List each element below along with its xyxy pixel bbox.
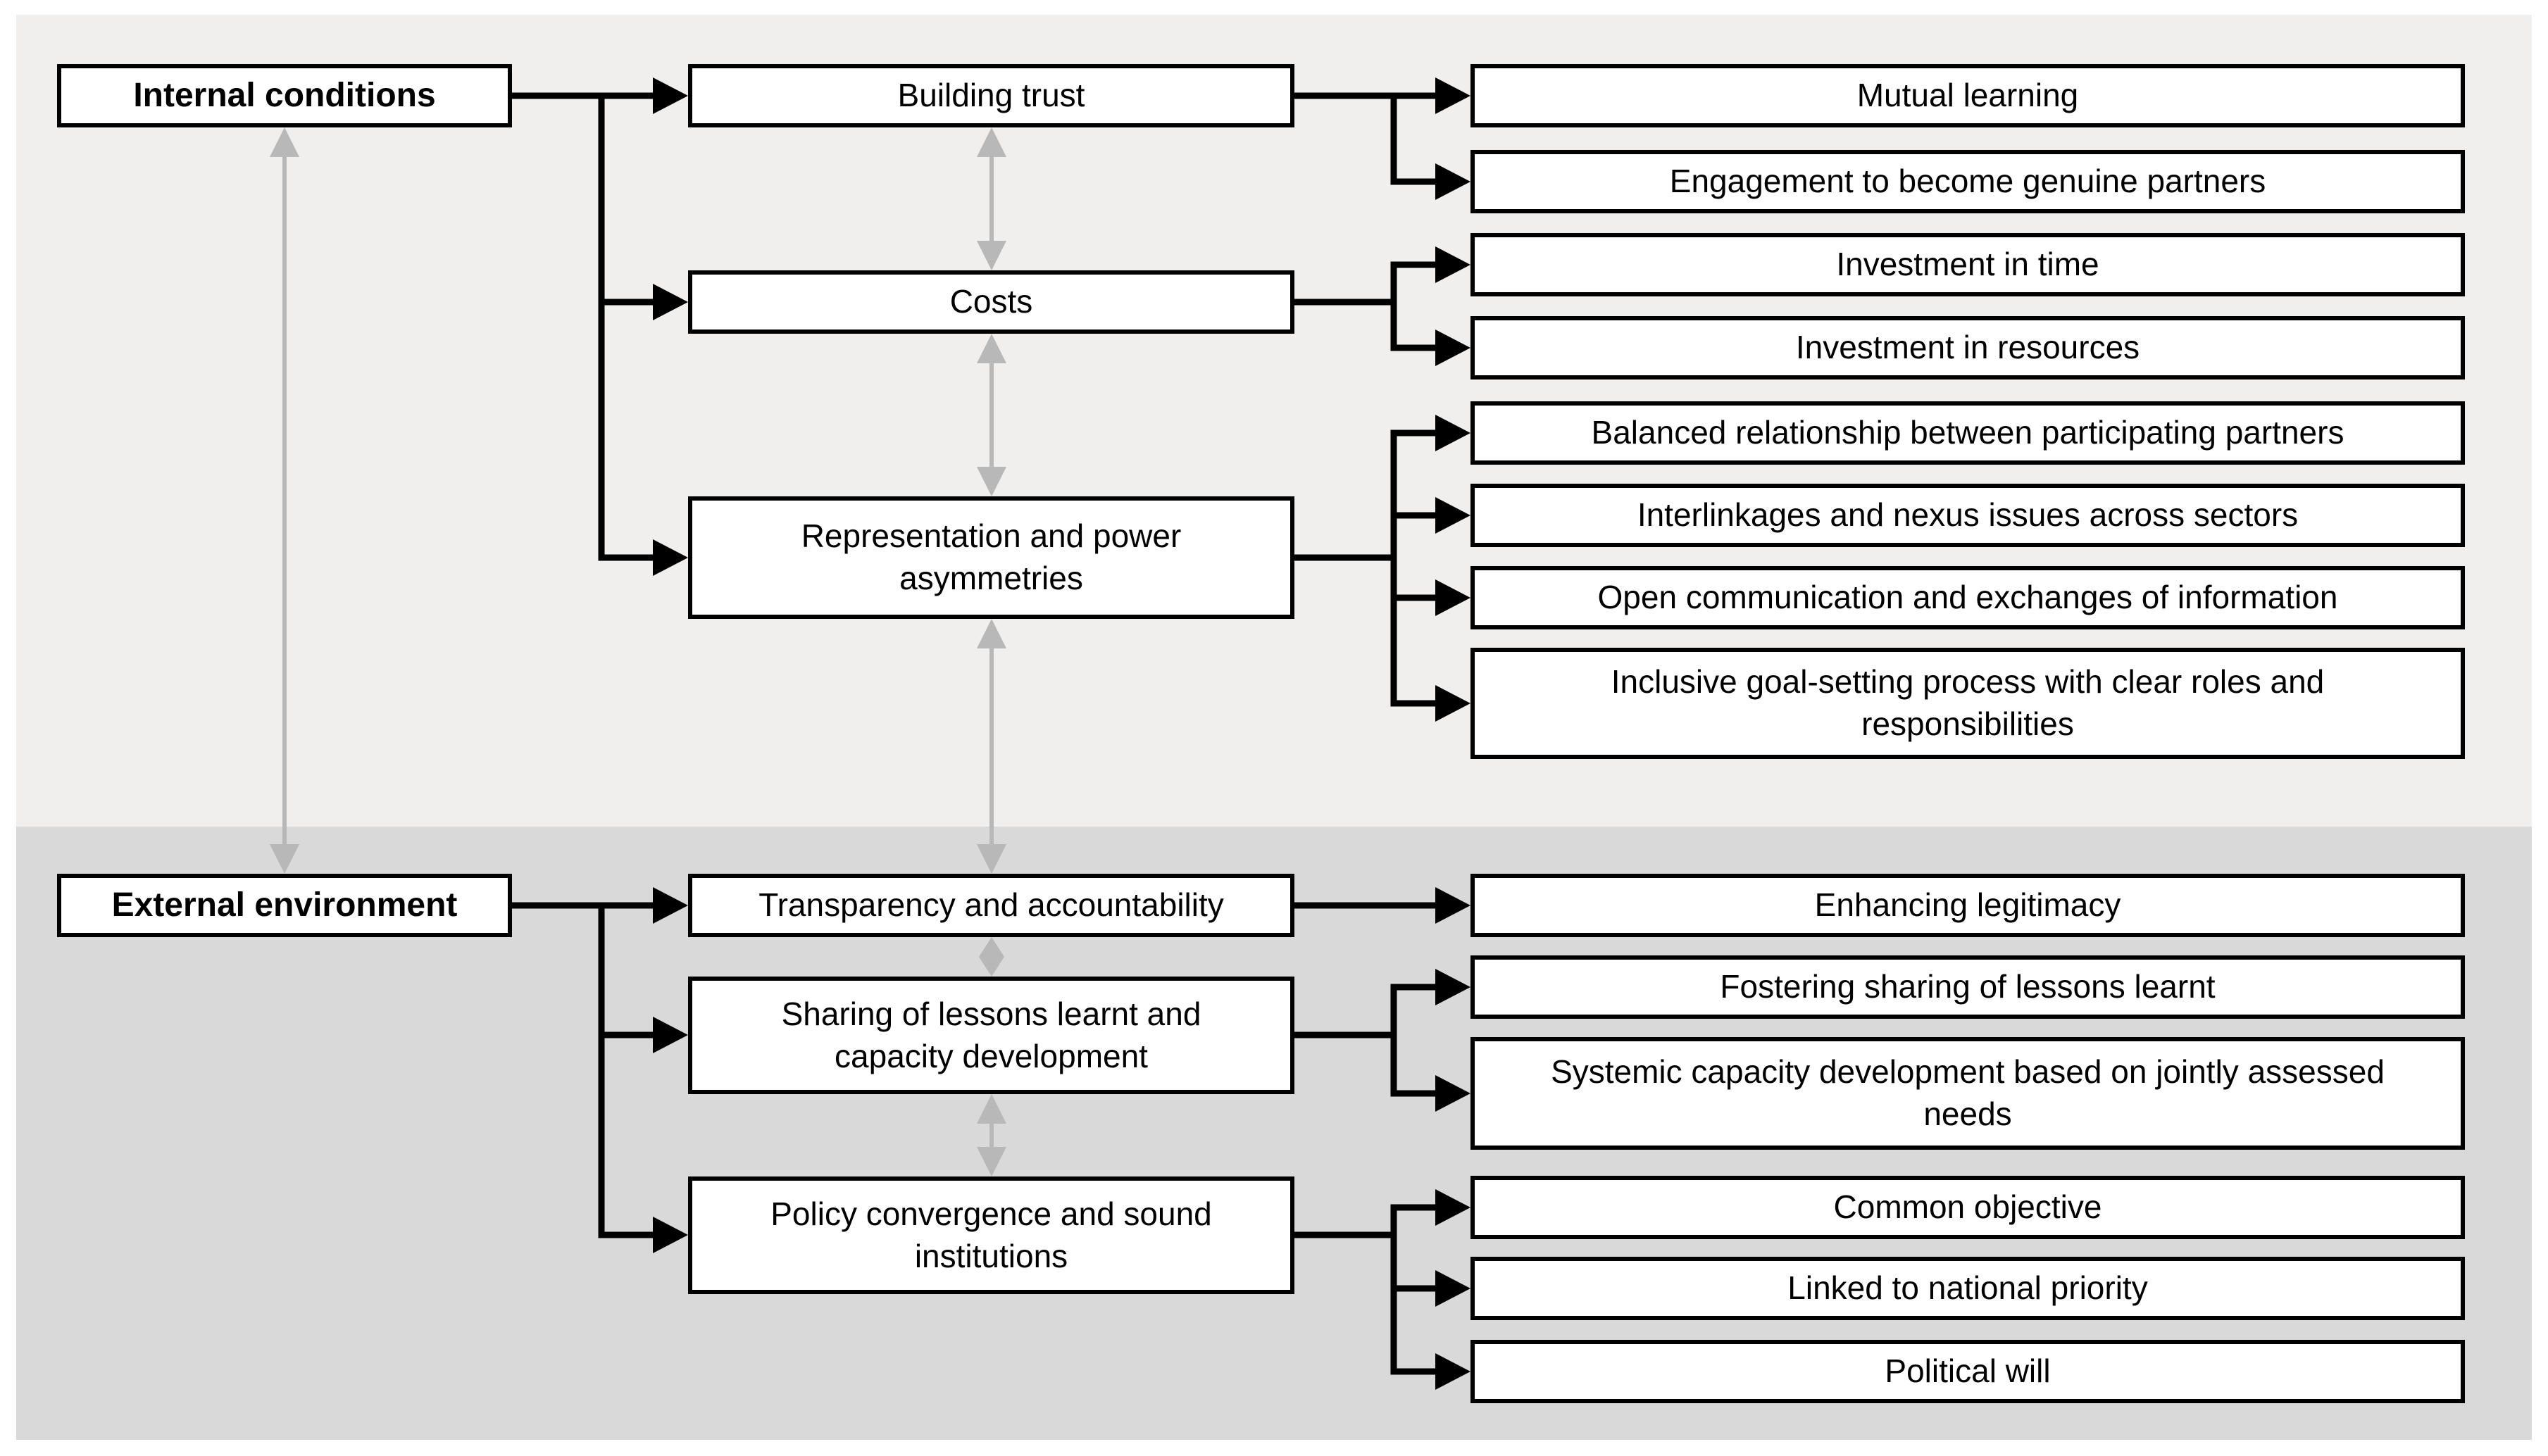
node-investment-in-time: Investment in time — [1470, 233, 2465, 296]
node-political-will: Political will — [1470, 1340, 2465, 1403]
node-interlinkages-nexus: Interlinkages and nexus issues across se… — [1470, 484, 2465, 547]
node-inclusive-goal-setting: Inclusive goal-setting process with clea… — [1470, 648, 2465, 759]
node-mutual-learning: Mutual learning — [1470, 64, 2465, 127]
node-engagement-genuine-partners: Engagement to become genuine partners — [1470, 150, 2465, 213]
node-building-trust: Building trust — [688, 64, 1294, 127]
node-external-environment: External environment — [57, 874, 512, 937]
node-transparency-accountability: Transparency and accountability — [688, 874, 1294, 937]
node-costs: Costs — [688, 270, 1294, 334]
node-enhancing-legitimacy: Enhancing legitimacy — [1470, 874, 2465, 937]
node-common-objective: Common objective — [1470, 1176, 2465, 1239]
node-policy-convergence-institutions: Policy convergence and sound institution… — [688, 1176, 1294, 1294]
node-systemic-capacity-development: Systemic capacity development based on j… — [1470, 1037, 2465, 1150]
node-sharing-lessons-capacity: Sharing of lessons learnt and capacity d… — [688, 977, 1294, 1094]
node-fostering-sharing-lessons: Fostering sharing of lessons learnt — [1470, 955, 2465, 1019]
node-open-communication: Open communication and exchanges of info… — [1470, 566, 2465, 629]
node-investment-in-resources: Investment in resources — [1470, 316, 2465, 379]
node-linked-national-priority: Linked to national priority — [1470, 1257, 2465, 1320]
node-balanced-relationship: Balanced relationship between participat… — [1470, 401, 2465, 465]
node-representation-power-asymmetries: Representation and power asymmetries — [688, 496, 1294, 619]
node-internal-conditions: Internal conditions — [57, 64, 512, 127]
